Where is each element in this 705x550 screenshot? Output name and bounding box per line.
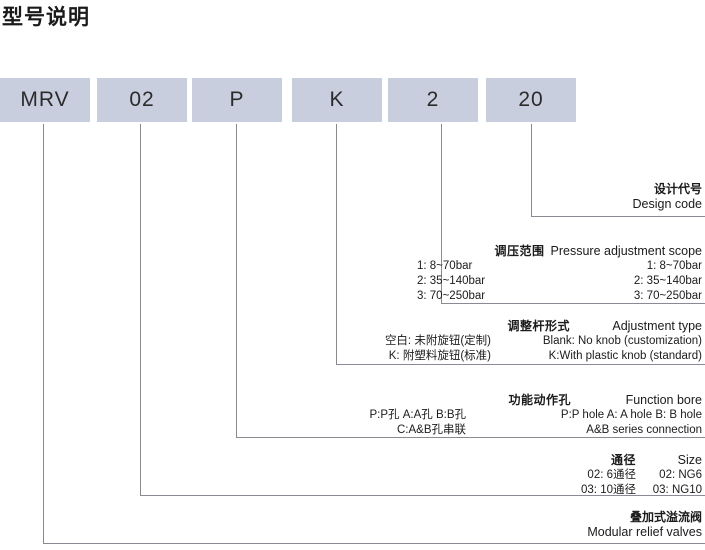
leader-design-code <box>531 124 705 217</box>
section-size: 通径 Size 02: 6通径 02: NG6 03: 10通径 03: NG1… <box>544 453 702 498</box>
code-box-value: 02 <box>129 88 155 111</box>
section-heading-en: Design code <box>632 197 703 211</box>
section-modular-relief-valves: 叠加式溢流阀 Modular relief valves <box>587 510 702 540</box>
section-row-cn: 02: 6通径 <box>587 469 636 481</box>
code-box-value: K <box>329 88 345 111</box>
section-row-en: A&B series connection <box>586 424 702 436</box>
code-box-size: 02 <box>97 78 187 122</box>
code-box-pressure-scope: 2 <box>388 78 478 122</box>
section-adjustment-type: 调整杆形式 Adjustment type 空白: 未附旋钮(定制) Blank… <box>338 319 702 364</box>
leader-size <box>140 124 705 496</box>
section-row-cn: C:A&B孔串联 <box>396 424 466 436</box>
section-heading-cn: 调压范围 <box>494 244 545 258</box>
section-heading-cn: 叠加式溢流阀 <box>629 510 702 524</box>
code-box-function-bore: P <box>192 78 282 122</box>
leader-function-bore <box>236 124 705 438</box>
section-heading-cn: 调整杆形式 <box>507 319 570 333</box>
section-heading-en: Size <box>677 453 702 467</box>
leader-adjustment-type <box>336 124 705 365</box>
code-box-series: MRV <box>0 78 90 122</box>
section-row-en: P:P hole A: A hole B: B hole <box>560 409 702 421</box>
code-box-value: P <box>229 88 245 111</box>
code-box-value: MRV <box>20 88 70 111</box>
section-row-cn: 2: 35~140bar <box>417 275 486 287</box>
code-box-value: 2 <box>426 88 440 111</box>
section-heading-cn: 功能动作孔 <box>508 393 571 407</box>
section-row-cn: K: 附塑料旋钮(标准) <box>388 350 491 362</box>
section-heading-en: Adjustment type <box>612 319 702 333</box>
section-function-bore: 功能动作孔 Function bore P:P孔 A:A孔 B:B孔 P:P h… <box>281 393 703 438</box>
section-pressure-adjustment-scope: 调压范围 Pressure adjustment scope 1: 8~70ba… <box>379 244 702 304</box>
section-row-en: 3: 70~250bar <box>633 290 702 302</box>
section-row-cn: 1: 8~70bar <box>417 260 473 272</box>
section-design-code: 设计代号 Design code <box>633 182 703 212</box>
code-box-value: 20 <box>518 88 544 111</box>
section-row-cn: 3: 70~250bar <box>417 290 486 302</box>
section-row-cn: P:P孔 A:A孔 B:B孔 <box>369 409 467 421</box>
section-row-en: Blank: No knob (customization) <box>542 335 702 347</box>
code-box-adjustment-type: K <box>292 78 382 122</box>
page-title: 型号说明 <box>2 6 90 29</box>
section-row-en: 03: NG10 <box>652 484 702 496</box>
section-row-en: 1: 8~70bar <box>646 260 702 272</box>
section-heading-cn: 设计代号 <box>653 182 702 196</box>
section-row-en: 2: 35~140bar <box>633 275 702 287</box>
leader-pressure-scope <box>441 124 705 304</box>
section-row-en: 02: NG6 <box>659 469 702 481</box>
section-row-cn: 03: 10通径 <box>581 484 636 496</box>
section-heading-cn: 通径 <box>610 453 636 467</box>
section-heading-en: Function bore <box>625 393 702 407</box>
section-heading-en: Modular relief valves <box>587 525 702 539</box>
section-row-en: K:With plastic knob (standard) <box>548 350 702 362</box>
section-heading-en: Pressure adjustment scope <box>550 244 702 258</box>
code-box-design-code: 20 <box>486 78 576 122</box>
leader-modular-relief-valves <box>43 124 705 544</box>
section-row-cn: 空白: 未附旋钮(定制) <box>384 335 491 347</box>
